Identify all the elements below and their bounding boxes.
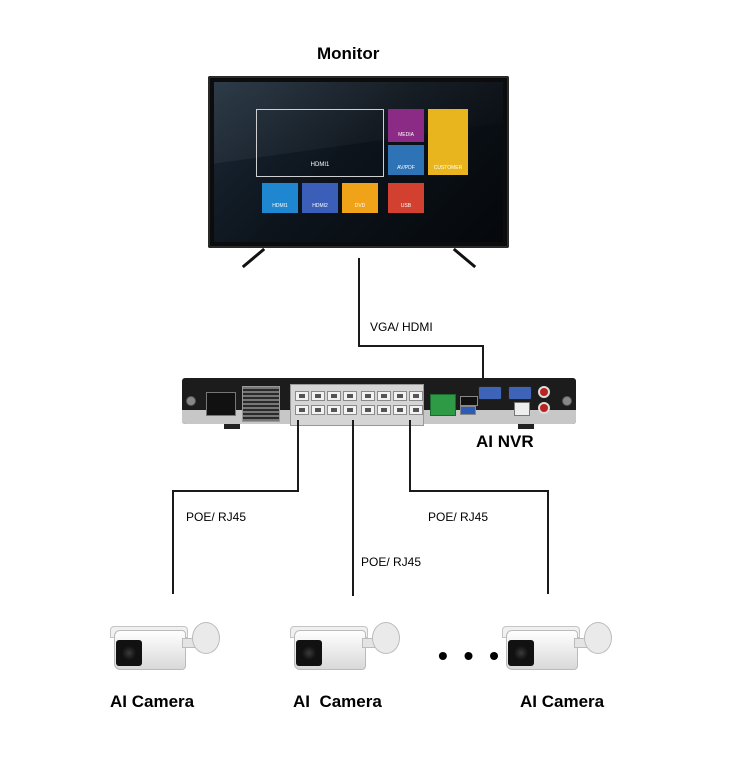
wire-monitor-horizontal: [358, 345, 484, 347]
lan-port: [514, 402, 530, 416]
screen-tile-label: MEDIA: [398, 132, 414, 138]
ellipsis: • • •: [438, 640, 503, 671]
audio-port: [538, 402, 550, 414]
label-poe-left: POE/ RJ45: [186, 510, 247, 524]
screen-tile-label: USB: [400, 203, 412, 209]
poe-port-block: [290, 384, 424, 426]
nvr-foot: [518, 424, 534, 429]
label-poe-right: POE/ RJ45: [428, 510, 489, 524]
screen-tile-label: CUSTOMER: [433, 165, 463, 171]
screen-main-tile-label: HDMI1: [310, 162, 330, 168]
screen-tile-label: AV/PDF: [397, 165, 415, 171]
camera-image-right: [500, 616, 620, 676]
monitor-leg-right: [452, 247, 477, 269]
screen-tile-label: HDMI1: [272, 203, 288, 209]
monitor-screen: HDMI1 MEDIA CUSTOMER AV/PDF HDMI1 HDMI2 …: [214, 82, 503, 242]
vga-port-1: [478, 386, 502, 400]
usb-port: [460, 406, 476, 415]
monitor-leg-left: [241, 247, 266, 269]
label-poe-middle: POE/ RJ45: [361, 555, 422, 569]
screen-tile-label: HDMI2: [312, 203, 328, 209]
power-socket: [206, 392, 236, 416]
wire-middle-down: [352, 420, 354, 596]
fan-grille: [242, 386, 280, 422]
screen-tile-dvd: DVD: [342, 183, 378, 213]
alarm-terminal: [430, 394, 456, 416]
screen-tile-av-pdf: AV/PDF: [388, 145, 424, 175]
label-vga-hdmi: VGA/ HDMI: [370, 320, 433, 334]
wire-left-down: [297, 420, 299, 492]
screen-tile-media: MEDIA: [388, 109, 424, 142]
nvr-screw: [562, 396, 572, 406]
monitor-title: Monitor: [317, 44, 380, 63]
vga-port-2: [508, 386, 532, 400]
camera-image-middle: [288, 616, 408, 676]
wire-monitor-down: [358, 258, 360, 347]
nvr-title: AI NVR: [476, 432, 534, 451]
wire-left-to-camera: [172, 490, 174, 594]
nvr-image: [182, 378, 576, 426]
camera-label-right: AI Camera: [520, 692, 605, 711]
wire-monitor-to-nvr: [482, 345, 484, 385]
hdmi-port: [460, 396, 478, 406]
wire-left-horizontal: [172, 490, 299, 492]
wire-right-down: [409, 420, 411, 492]
screen-tile-label: DVD: [354, 203, 366, 209]
wire-right-horizontal: [409, 490, 549, 492]
audio-port: [538, 386, 550, 398]
screen-main-tile: HDMI1: [256, 109, 384, 177]
screen-tile-usb: USB: [388, 183, 424, 213]
camera-label-middle: AI Camera: [293, 692, 382, 711]
camera-image-left: [108, 616, 228, 676]
wire-right-to-camera: [547, 490, 549, 594]
nvr-screw: [186, 396, 196, 406]
nvr-foot: [224, 424, 240, 429]
screen-tile-customer: CUSTOMER: [428, 109, 468, 175]
camera-label-left: AI Camera: [110, 692, 195, 711]
monitor-image: HDMI1 MEDIA CUSTOMER AV/PDF HDMI1 HDMI2 …: [208, 76, 509, 248]
screen-tile-hdmi1: HDMI1: [262, 183, 298, 213]
screen-tile-hdmi2: HDMI2: [302, 183, 338, 213]
